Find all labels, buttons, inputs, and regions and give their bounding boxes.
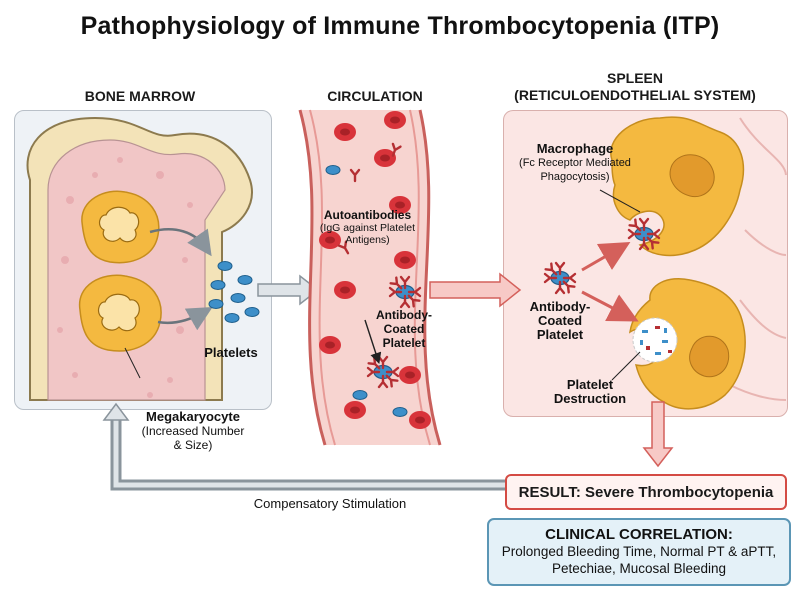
page-title: Pathophysiology of Immune Thrombocytopen… — [80, 12, 720, 40]
macrophage-label-group: Macrophage (Fc Receptor Mediated Phagocy… — [515, 142, 635, 184]
clinical-correlation-box: CLINICAL CORRELATION: Prolonged Bleeding… — [487, 518, 791, 586]
clinical-line-2: Petechiae, Mucosal Bleeding — [551, 561, 727, 576]
spleen-header: SPLEEN (RETICULOENDOTHELIAL SYSTEM) — [500, 70, 770, 104]
arrow-to-spleen — [429, 272, 522, 308]
spleen-coated-platelet — [545, 263, 575, 293]
spleen-coated-platelet-label: Antibody- Coated Platelet — [520, 300, 600, 342]
megakaryocyte-note-1: (Increased Number — [141, 424, 245, 438]
megakaryocyte-lower — [78, 274, 162, 352]
spleen-tissue-lines — [729, 117, 787, 401]
compensatory-stimulation-label: Compensatory Stimulation — [253, 496, 407, 511]
macrophage-upper — [610, 116, 745, 257]
clinical-title: CLINICAL CORRELATION: — [545, 526, 733, 543]
circulation-coated-line-3: Platelet — [382, 336, 426, 350]
autoantibodies-note-2: Antigens) — [345, 234, 390, 246]
macrophage-label: Macrophage — [536, 141, 614, 156]
compensatory-arrowhead — [102, 402, 130, 421]
megakaryocyte-note-2: & Size) — [173, 438, 213, 452]
circulation-coated-line-2: Coated — [383, 322, 425, 336]
spleen-header-line1: SPLEEN — [606, 70, 663, 86]
autoantibodies-label-group: Autoantibodies (IgG against Platelet Ant… — [305, 208, 430, 246]
destroyed-platelet-fragments — [632, 317, 678, 363]
platelet-destruction-label: Platelet Destruction — [545, 378, 635, 406]
circulation-coated-line-1: Antibody- — [376, 308, 432, 322]
megakaryocyte-label-group: Megakaryocyte (Increased Number & Size) — [128, 409, 258, 453]
destruction-line-1: Platelet — [566, 377, 614, 392]
autoantibodies-note-1: (IgG against Platelet — [319, 222, 416, 234]
macrophage-lower — [629, 278, 746, 410]
spleen-header-line2: (RETICULOENDOTHELIAL SYSTEM) — [514, 87, 756, 103]
spleen-coated-line-1: Antibody- — [529, 299, 591, 314]
megakaryocyte-label: Megakaryocyte — [146, 409, 240, 424]
macrophage-note-1: (Fc Receptor Mediated — [519, 157, 631, 169]
megakaryocyte-upper — [81, 190, 160, 264]
arrow-to-result — [642, 401, 674, 468]
clinical-line-1: Prolonged Bleeding Time, Normal PT & aPT… — [501, 544, 777, 559]
circulation-header: CIRCULATION — [327, 88, 423, 104]
result-box: RESULT: Severe Thrombocytopenia — [505, 474, 787, 510]
circulation-coated-platelet-label: Antibody- Coated Platelet — [370, 308, 438, 350]
destruction-line-2: Destruction — [553, 391, 627, 406]
blood-vessel — [298, 109, 442, 446]
bone-marrow-header: BONE MARROW — [84, 88, 196, 104]
macrophage-note-2: Phagocytosis) — [540, 171, 610, 183]
platelets-label: Platelets — [204, 345, 258, 360]
spleen-coated-line-3: Platelet — [536, 327, 584, 342]
autoantibodies-label: Autoantibodies — [323, 208, 412, 222]
spleen-coated-line-2: Coated — [537, 313, 583, 328]
